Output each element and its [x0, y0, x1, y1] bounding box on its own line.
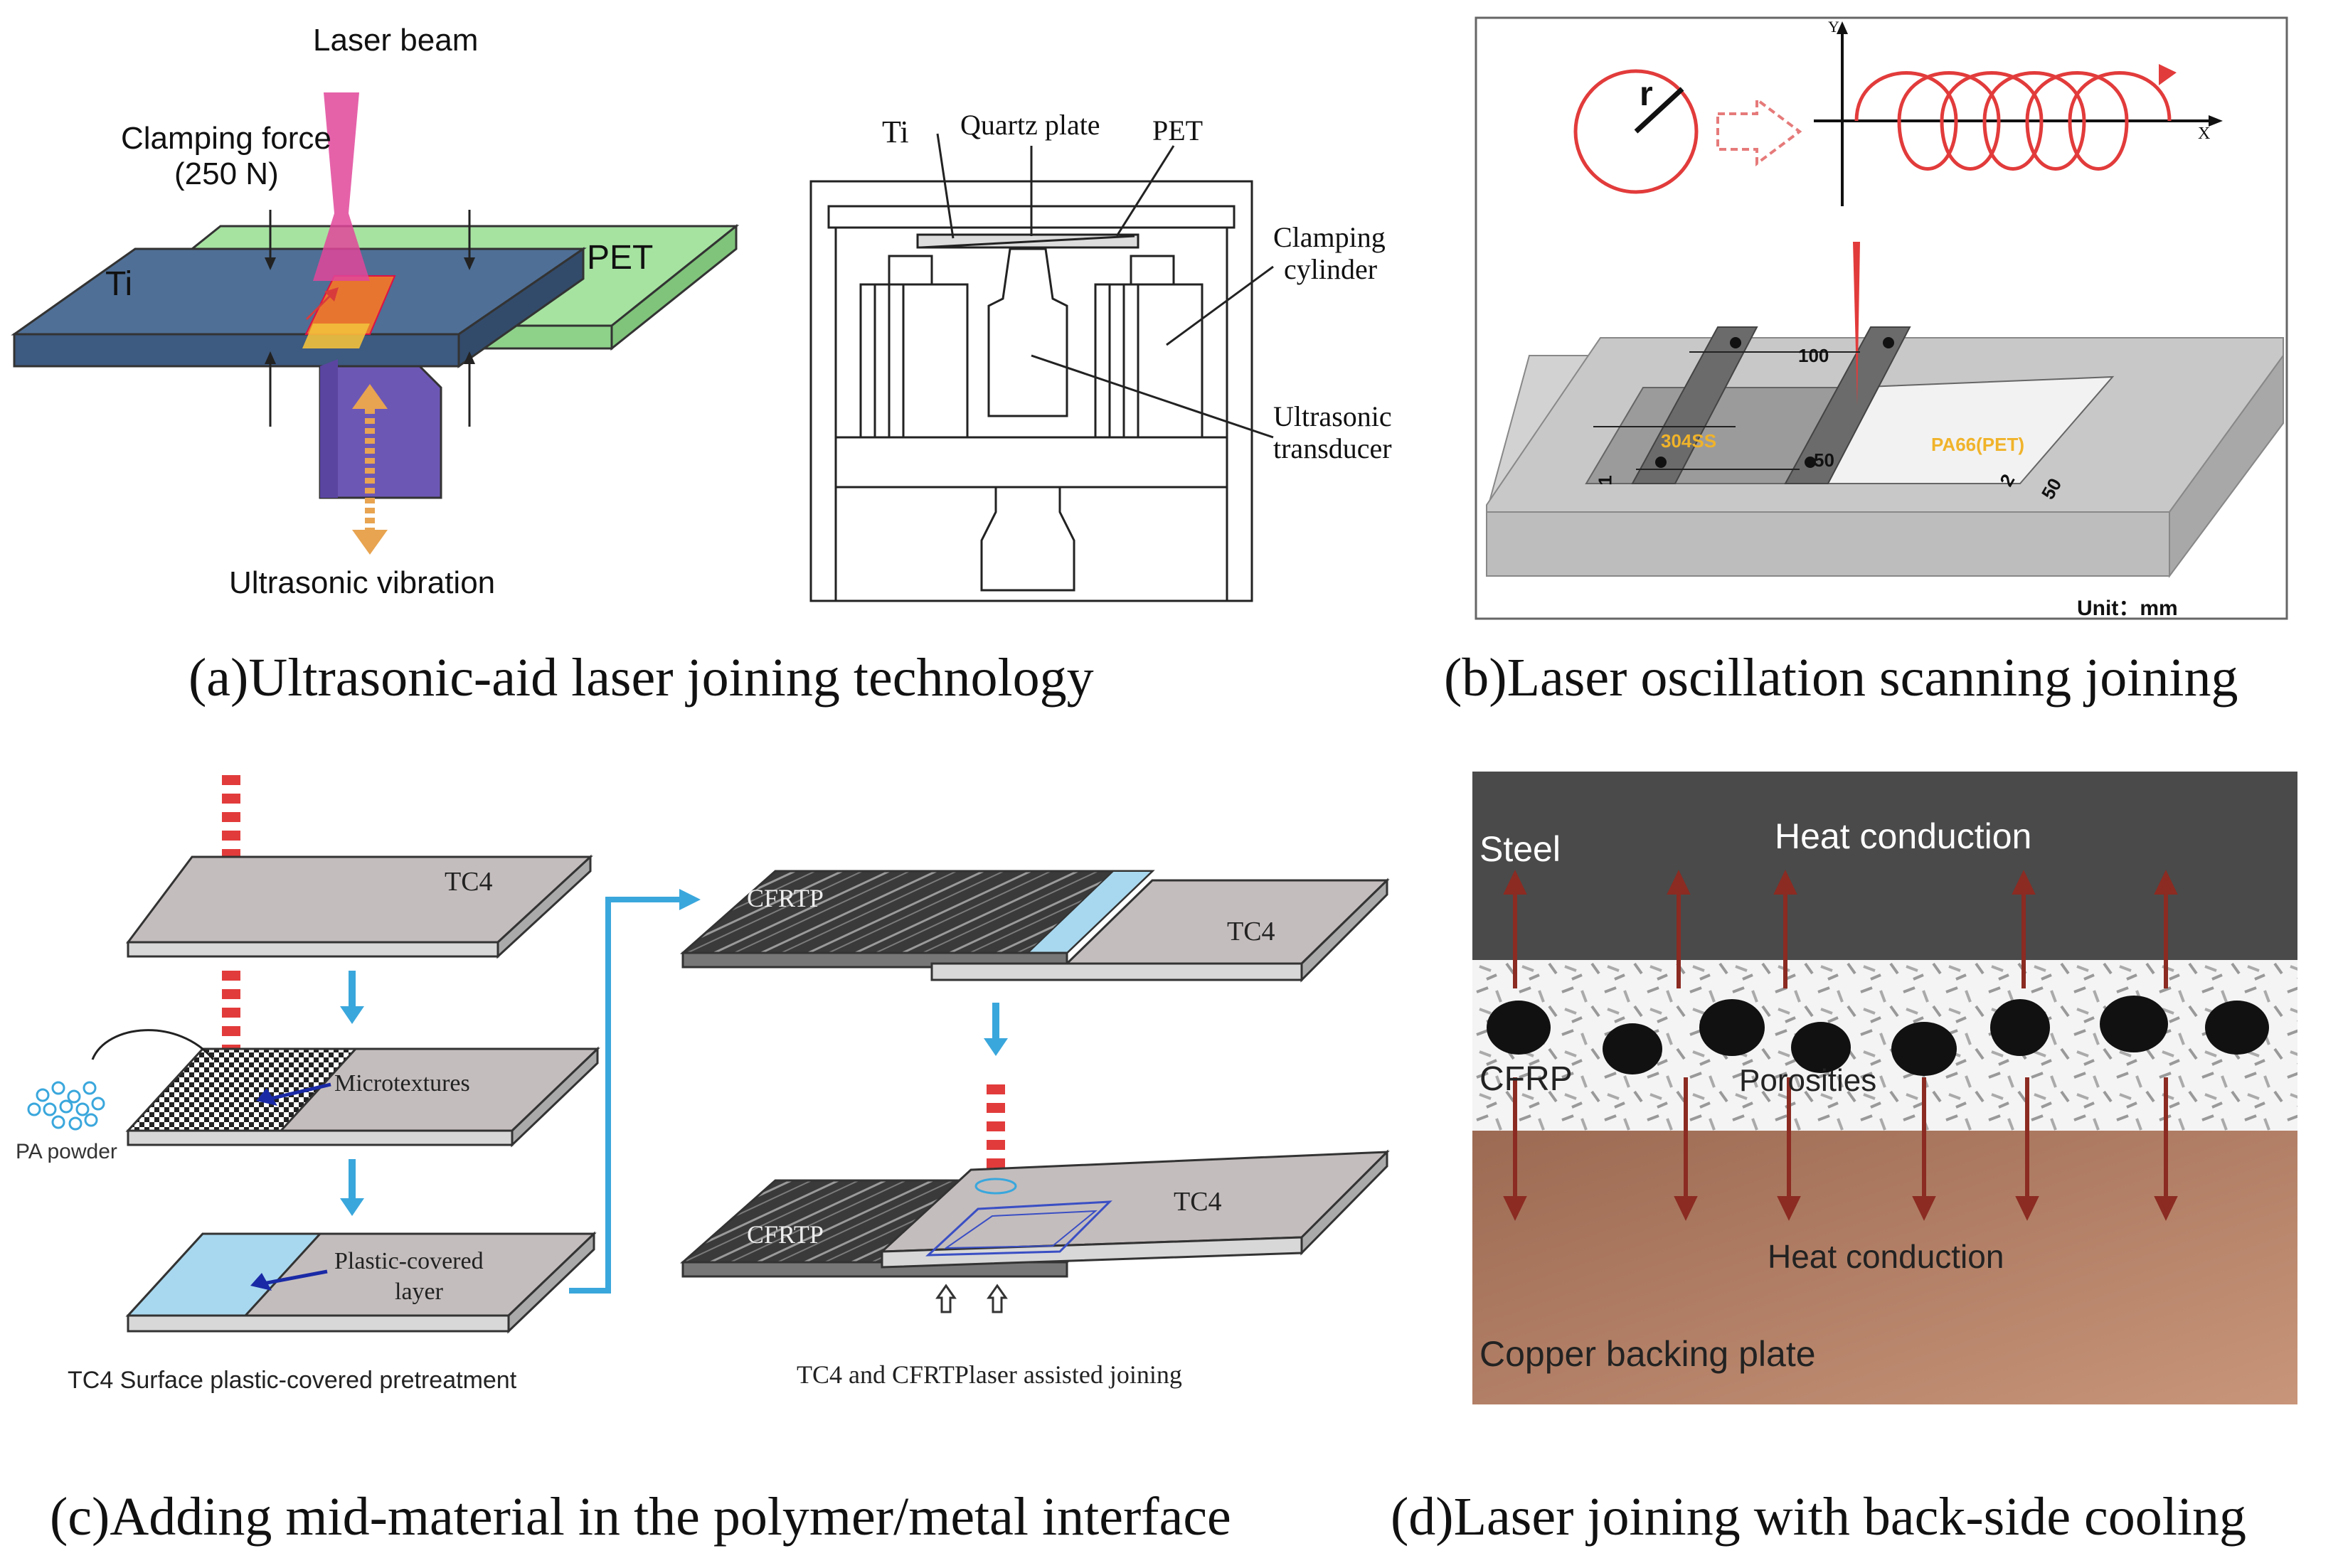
copper-backing-plate-label: Copper backing plate	[1479, 1334, 1816, 1374]
pet-label: PET	[587, 239, 654, 277]
caption-a: (a)Ultrasonic-aid laser joining technolo…	[188, 648, 1094, 708]
cfrtp-label-2: CFRTP	[747, 1220, 824, 1249]
panel-b-drawing	[1475, 16, 2288, 620]
heat-conduction-top-label: Heat conduction	[1775, 816, 2032, 856]
fixture-quartz-label: Quartz plate	[960, 109, 1100, 141]
panel-a: Laser beam Clamping force (250 N) Ti PET…	[0, 0, 1423, 626]
heat-conduction-bottom-label: Heat conduction	[1768, 1238, 2004, 1275]
steel-304ss-label: 304SS	[1661, 430, 1717, 452]
dim-100-label: 100	[1798, 345, 1829, 366]
panel-a-drawing	[11, 92, 1274, 602]
porosities-label: Porosities	[1739, 1063, 1877, 1098]
right-process-title: TC4 and CFRTPlaser assisted joining	[797, 1360, 1182, 1389]
plastic-covered-label-1: Plastic-covered	[334, 1248, 484, 1274]
ti-label: Ti	[105, 265, 133, 303]
unit-label: Unit：mm	[2077, 597, 2178, 620]
tc4-label-2: TC4	[1227, 917, 1275, 946]
clamping-cylinder-label-2: cylinder	[1284, 253, 1378, 285]
transducer-label-2: transducer	[1273, 432, 1392, 464]
cfrtp-label-1: CFRTP	[747, 884, 824, 912]
pa66-pet-label: PA66(PET)	[1931, 434, 2024, 455]
left-process-title: TC4 Surface plastic-covered pretreatment	[68, 1367, 517, 1394]
axis-x-label: X	[2198, 124, 2211, 143]
clamping-cylinder-label-1: Clamping	[1273, 221, 1386, 253]
steel-label: Steel	[1479, 829, 1561, 869]
panel-b: Y X r 100 50 1 2 50 304SS PA66(PET) Unit…	[1472, 14, 2290, 626]
cfrp-label: CFRP	[1479, 1060, 1573, 1098]
tc4-label-1: TC4	[445, 867, 493, 897]
clamping-force-label: Clamping force	[121, 121, 331, 156]
pa-powder-label: PA powder	[16, 1140, 117, 1163]
caption-c: (c)Adding mid-material in the polymer/me…	[50, 1487, 1231, 1547]
ultrasonic-vibration-label: Ultrasonic vibration	[229, 565, 496, 600]
caption-b: (b)Laser oscillation scanning joining	[1444, 648, 2238, 708]
radius-label: r	[1640, 75, 1653, 113]
panel-d-drawing	[1472, 772, 2297, 1404]
microtextures-label: Microtextures	[334, 1070, 470, 1097]
laser-beam-label: Laser beam	[313, 23, 479, 58]
panel-c-drawing	[27, 775, 1390, 1334]
clamping-force-value: (250 N)	[174, 156, 279, 191]
dim-50a-label: 50	[1814, 449, 1834, 471]
transducer-label-1: Ultrasonic	[1273, 400, 1392, 432]
caption-d: (d)Laser joining with back-side cooling	[1391, 1487, 2247, 1547]
dim-1-label: 1	[1594, 475, 1616, 486]
panel-d: Steel Heat conduction CFRP Porosities He…	[1472, 772, 2297, 1404]
plastic-covered-label-2: layer	[395, 1279, 443, 1305]
fixture-pet-label: PET	[1152, 114, 1204, 146]
tc4-label-3: TC4	[1174, 1187, 1222, 1217]
panel-c: TC4 Microtextures PA powder Plastic-cove…	[0, 754, 1423, 1408]
axis-y-label: Y	[1828, 18, 1839, 36]
fixture-ti-label: Ti	[882, 114, 909, 149]
